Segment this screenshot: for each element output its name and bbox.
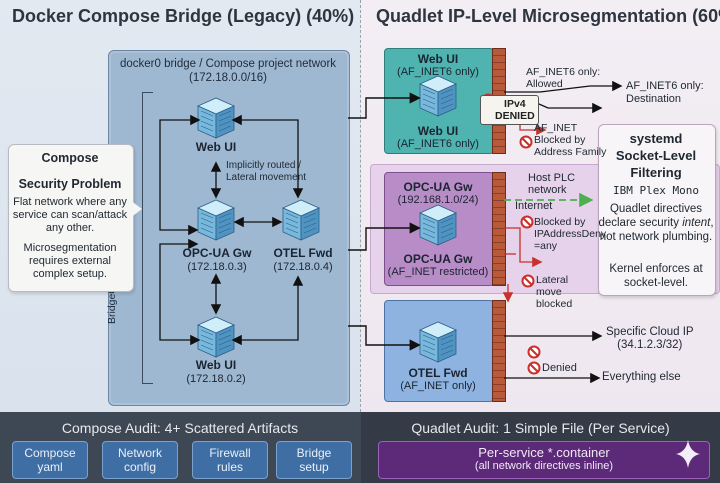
quadlet-webui-name-bottom: Web UI [417,124,459,138]
af-inet-blocked-label: AF_INET Blocked by Address Family [534,122,607,158]
quadlet-otel-cube [419,321,457,363]
opcua-firewall-wall [492,172,506,286]
otel-label: OTEL Fwd [273,246,333,260]
per-service-sub: (all network directives inline) [474,460,614,472]
callout-pointer [130,200,142,218]
lateral-blocked-label: Lateral move blocked [536,274,573,310]
opcua-label: OPC-UA Gw [182,246,252,260]
quadlet-audit-title: Quadlet Audit: 1 Simple File (Per Servic… [411,420,670,436]
ipv4-denied-badge: IPv4 DENIED [480,95,539,125]
quadlet-webui-cube [419,75,457,117]
panel-divider [360,0,361,412]
chip-firewall-rules: Firewall rules [192,441,268,479]
af-inet6-destination-label: AF_INET6 only: Destination [626,80,704,105]
quadlet-opcua-cube [419,204,457,246]
quadlet-otel-sub: (AF_INET only) [400,380,476,392]
network-cidr: (172.18.0.0/16) [188,72,267,84]
af-inet-deny-icon [519,135,533,149]
otel-cube [282,199,320,241]
systemd-callout [598,124,716,296]
otel-ip: (172.18.0.4) [273,261,333,273]
systemd-body-1-em: intent [682,217,711,229]
quadlet-opcua-name-bottom: OPC-UA Gw [403,252,473,266]
per-service-title: Per-service *.container [478,445,610,460]
webui-top-label: Web UI [195,140,237,154]
quadlet-opcua-name-top: OPC-UA Gw [403,180,473,194]
systemd-body-2: Kernel enforces at socket-level. [609,263,703,289]
denied-label: Denied [542,362,577,374]
quadlet-webui-sub-top: (AF_INET6 only) [397,66,479,78]
per-service-container-box: Per-service *.container (all network dir… [378,441,710,479]
opcua-ip: (172.18.0.3) [187,261,247,273]
lateral-deny-icon [521,274,535,288]
host-plc-label: Host PLC network [528,172,576,196]
systemd-title-2: Socket-Level [615,148,697,163]
right-title: Quadlet IP-Level Microsegmentation (60%) [376,6,720,26]
callout-heading-1: Compose [41,151,99,165]
webui-bottom-ip: (172.18.0.2) [186,373,246,385]
otel-denied-icon [527,361,541,375]
webui-bottom-cube [197,316,235,358]
quadlet-opcua-sub-top: (192.168.1.0/24) [397,194,479,206]
systemd-body-1-tail: , not network plumbing. [599,217,714,243]
ipaddressdeny-icon [520,215,534,229]
callout-body-1: Flat network where any service can scan/… [12,196,128,234]
everything-else-label: Everything else [602,371,681,383]
security-problem-callout [8,144,134,292]
webui-bottom-label: Web UI [195,358,237,372]
systemd-body-1: Quadlet directives declare security inte… [598,202,714,244]
left-title: Docker Compose Bridge (Legacy) (40%) [12,6,355,26]
webui-top-cube [197,97,235,139]
ipaddressdeny-label: Blocked by IPAddressDeny =any [534,216,607,252]
bridge-bracket [142,92,153,384]
chip-compose-yaml: Compose yaml [12,441,88,479]
systemd-font-note: IBM Plex Mono [612,184,700,197]
quadlet-webui-name-top: Web UI [417,52,459,66]
opcua-cube [197,199,235,241]
lateral-movement-note: Implicitly routed / Lateral movement [226,160,307,183]
compose-audit-title: Compose Audit: 4+ Scattered Artifacts [61,420,299,436]
af-inet6-allowed-label: AF_INET6 only: Allowed [526,66,601,90]
otel-firewall-wall [492,300,506,402]
network-label: docker0 bridge / Compose project network [119,58,337,70]
quadlet-opcua-sub-bottom: (AF_INET restricted) [387,266,489,278]
internet-label: Internet [515,200,553,212]
quadlet-webui-sub-bottom: (AF_INET6 only) [397,138,479,150]
cloud-deny-icon [527,345,541,359]
systemd-title-1: systemd [629,131,683,146]
systemd-title-3: Filtering [630,165,682,180]
chip-bridge-setup: Bridge setup [276,441,352,479]
callout-heading-2: Security Problem [18,177,122,191]
callout-body-2: Microsegmentation requires external comp… [23,242,117,280]
specific-cloud-label: Specific Cloud IP (34.1.2.3/32) [606,326,694,351]
systemd-body-1-text: Quadlet directives declare security [598,203,703,229]
chip-network-config: Network config [102,441,178,479]
quadlet-otel-name: OTEL Fwd [408,366,468,380]
